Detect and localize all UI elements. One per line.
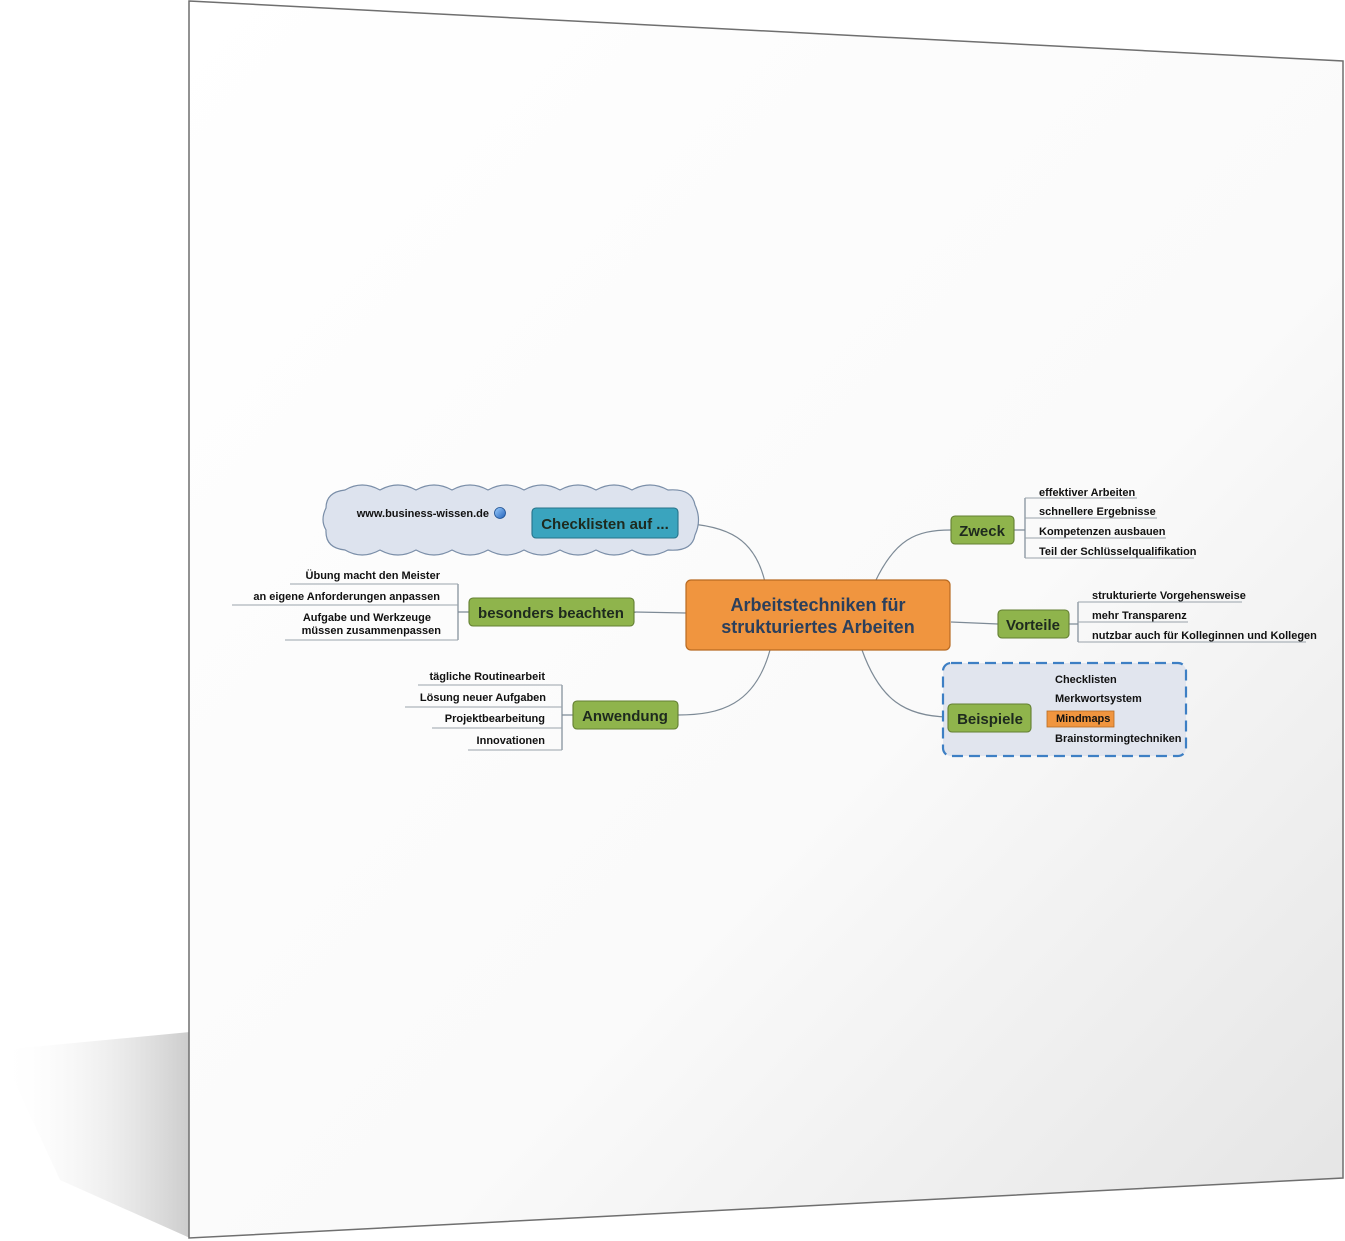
leaf-brainstorming: Brainstormingtechniken: [1055, 733, 1182, 745]
center-topic[interactable]: Arbeitstechniken für strukturiertes Arbe…: [685, 579, 951, 651]
leaf-transparenz: mehr Transparenz: [1092, 610, 1187, 622]
branch-beispiele-label: Beispiele: [957, 711, 1023, 728]
center-title-line1: Arbeitstechniken für: [730, 595, 905, 615]
branch-vorteile-label: Vorteile: [1006, 617, 1060, 634]
leaf-uebung: Übung macht den Meister: [306, 569, 441, 582]
leaf-schluesselqualifikation: Teil der Schlüsselqualifikation: [1039, 546, 1197, 558]
leaf-kompetenzen: Kompetenzen ausbauen: [1039, 526, 1166, 538]
leaf-schnellere: schnellere Ergebnisse: [1039, 506, 1156, 518]
branch-checklisten-label: Checklisten auf ...: [541, 516, 669, 533]
paper-shadow: [0, 1032, 190, 1238]
beispiele-boundary: [941, 661, 1188, 758]
leaf-checklisten: Checklisten: [1055, 674, 1117, 686]
leaf-neue-aufgaben: Lösung neuer Aufgaben: [420, 692, 546, 704]
leaf-merkwortsystem: Merkwortsystem: [1055, 693, 1142, 705]
leaf-anpassen: an eigene Anforderungen anpassen: [253, 591, 440, 603]
leaf-aufgabe: Aufgabe und Werkzeuge: [303, 612, 431, 624]
branch-besonders-beachten[interactable]: besonders beachten: [468, 597, 635, 627]
branch-zweck[interactable]: Zweck: [950, 515, 1015, 545]
leaf-kolleginnen: nutzbar auch für Kolleginnen und Kollege…: [1092, 630, 1317, 642]
leaf-zusammenpassen: müssen zusammenpassen: [302, 625, 442, 637]
branch-beachten-label: besonders beachten: [478, 605, 624, 622]
leaf-vorgehensweise: strukturierte Vorgehensweise: [1092, 590, 1246, 602]
leaf-effektiver: effektiver Arbeiten: [1039, 487, 1135, 499]
globe-icon: [494, 507, 506, 519]
link-business-wissen[interactable]: www.business-wissen.de: [356, 507, 506, 521]
branch-checklisten[interactable]: Checklisten auf ...: [531, 507, 679, 539]
leaf-projektbearbeitung: Projektbearbeitung: [445, 713, 545, 725]
link-text: www.business-wissen.de: [356, 508, 489, 520]
branch-zweck-label: Zweck: [959, 523, 1006, 540]
leaf-innovationen: Innovationen: [477, 735, 546, 747]
branch-anwendung[interactable]: Anwendung: [572, 700, 679, 730]
center-title-line2: strukturiertes Arbeiten: [721, 617, 914, 637]
leaf-routinearbeit: tägliche Routinearbeit: [429, 671, 545, 683]
leaf-mindmaps-highlight[interactable]: Mindmaps: [1046, 710, 1115, 728]
leaf-mindmaps: Mindmaps: [1056, 713, 1110, 725]
branch-beispiele[interactable]: Beispiele: [947, 703, 1032, 733]
branch-vorteile[interactable]: Vorteile: [997, 609, 1070, 639]
branch-anwendung-label: Anwendung: [582, 708, 668, 725]
